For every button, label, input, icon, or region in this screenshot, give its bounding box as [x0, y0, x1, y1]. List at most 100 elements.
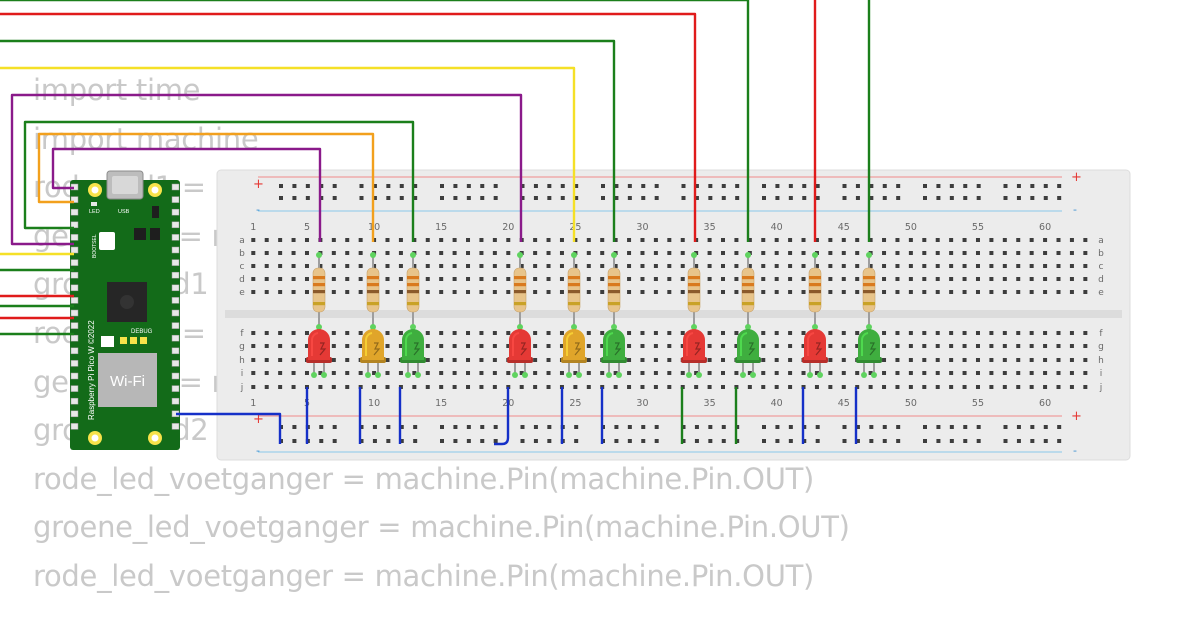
rail-hole	[627, 439, 632, 443]
breadboard-hole	[653, 290, 658, 294]
breadboard-hole	[680, 344, 685, 348]
rail-hole	[882, 439, 887, 443]
breadboard-hole	[627, 344, 632, 348]
breadboard-hole	[1029, 358, 1034, 362]
breadboard-hole	[1043, 238, 1048, 242]
rail-hole	[1003, 196, 1008, 200]
breadboard-hole	[667, 358, 672, 362]
breadboard-hole	[908, 277, 913, 281]
breadboard-hole	[908, 344, 913, 348]
rail-hole	[440, 184, 444, 188]
resistor	[312, 267, 326, 313]
rail-hole	[520, 439, 525, 443]
breadboard-hole	[559, 238, 564, 242]
breadboard-hole	[385, 290, 390, 294]
rail-hole	[1057, 196, 1062, 200]
breadboard-hole	[600, 290, 605, 294]
breadboard-hole	[278, 251, 283, 255]
breadboard-hole	[1056, 385, 1061, 389]
breadboard-hole	[949, 238, 954, 242]
breadboard-hole	[653, 385, 658, 389]
breadboard-hole	[264, 344, 269, 348]
breadboard-hole	[949, 290, 954, 294]
breadboard-hole	[613, 385, 618, 389]
breadboard-hole	[439, 331, 444, 335]
column-number: 1	[250, 222, 256, 233]
breadboard-hole	[546, 344, 551, 348]
breadboard-hole	[358, 331, 363, 335]
rail-hole	[815, 439, 820, 443]
breadboard-hole	[922, 344, 927, 348]
breadboard-hole	[868, 371, 873, 375]
breadboard-hole	[1056, 277, 1061, 281]
breadboard-hole	[506, 264, 511, 268]
breadboard-hole	[398, 277, 403, 281]
rail-hole	[882, 425, 887, 429]
breadboard-hole	[291, 331, 296, 335]
breadboard-hole	[1043, 264, 1048, 268]
column-number: 15	[435, 222, 447, 233]
rail-minus-label: -	[256, 203, 260, 216]
breadboard-hole	[774, 264, 779, 268]
rail-hole	[533, 439, 538, 443]
rail-hole	[923, 184, 927, 188]
rail-hole	[359, 184, 364, 188]
onboard-led	[91, 202, 97, 206]
breadboard-hole	[627, 290, 632, 294]
column-number: 45	[838, 222, 850, 233]
breadboard-hole	[680, 277, 685, 281]
breadboard-hole	[331, 385, 336, 389]
breadboard-hole	[519, 385, 524, 389]
breadboard-hole	[385, 251, 390, 255]
rail-hole	[842, 439, 847, 443]
rail-hole	[614, 425, 619, 429]
breadboard-hole	[398, 251, 403, 255]
breadboard-hole	[774, 238, 779, 242]
breadboard-hole	[492, 358, 497, 362]
rail-hole	[1003, 184, 1008, 188]
breadboard-hole	[331, 344, 336, 348]
breadboard-hole	[747, 264, 752, 268]
breadboard-hole	[895, 277, 900, 281]
breadboard-hole	[734, 238, 739, 242]
rail-hole	[1057, 439, 1062, 443]
breadboard-hole	[533, 290, 538, 294]
breadboard-hole	[747, 238, 752, 242]
breadboard-hole	[358, 251, 363, 255]
rail-hole	[1057, 184, 1062, 188]
breadboard-hole	[1069, 371, 1074, 375]
column-number: 10	[368, 398, 380, 409]
breadboard-hole	[721, 238, 725, 242]
breadboard-hole	[962, 385, 967, 389]
breadboard-hole	[439, 358, 444, 362]
breadboard-hole	[251, 251, 256, 255]
breadboard-hole	[989, 358, 994, 362]
breadboard-hole	[546, 358, 551, 362]
rail-hole	[386, 196, 391, 200]
breadboard-hole	[882, 331, 887, 335]
rail-hole	[681, 425, 686, 429]
resistor	[862, 267, 876, 313]
rail-minus-label: -	[1073, 203, 1077, 216]
breadboard-hole	[935, 385, 940, 389]
row-letter: h	[239, 356, 245, 366]
rail-hole	[788, 184, 793, 188]
rail-hole	[869, 184, 874, 188]
debug-label: DEBUG	[131, 329, 153, 335]
breadboard-hole	[922, 238, 927, 242]
rail-plus-label: +	[253, 177, 264, 192]
breadboard-hole	[828, 331, 833, 335]
breadboard-hole	[667, 385, 672, 389]
pico-pin	[171, 309, 180, 317]
breadboard-hole	[573, 264, 578, 268]
rail-hole	[292, 439, 297, 443]
breadboard-hole	[707, 358, 712, 362]
breadboard-hole	[586, 331, 591, 335]
breadboard-hole	[533, 358, 538, 362]
breadboard-hole	[989, 371, 994, 375]
breadboard-hole	[721, 251, 725, 255]
breadboard-hole	[586, 290, 591, 294]
breadboard-hole	[372, 385, 377, 389]
breadboard-hole	[466, 344, 471, 348]
